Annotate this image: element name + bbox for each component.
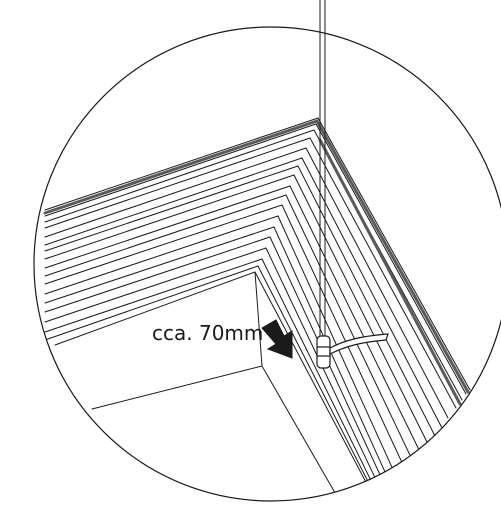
frame-top-rail xyxy=(44,117,319,341)
wire-hook-clamp xyxy=(316,333,389,369)
frame-outer-edge xyxy=(43,119,470,406)
hanging-wire xyxy=(319,0,326,336)
down-arrow-icon xyxy=(261,319,293,359)
detail-circle xyxy=(33,26,501,502)
picture-frame-corner xyxy=(43,117,471,501)
frame-right-rail xyxy=(257,117,471,501)
picture-mat xyxy=(54,271,379,501)
dimension-label: cca. 70mm xyxy=(152,321,263,345)
